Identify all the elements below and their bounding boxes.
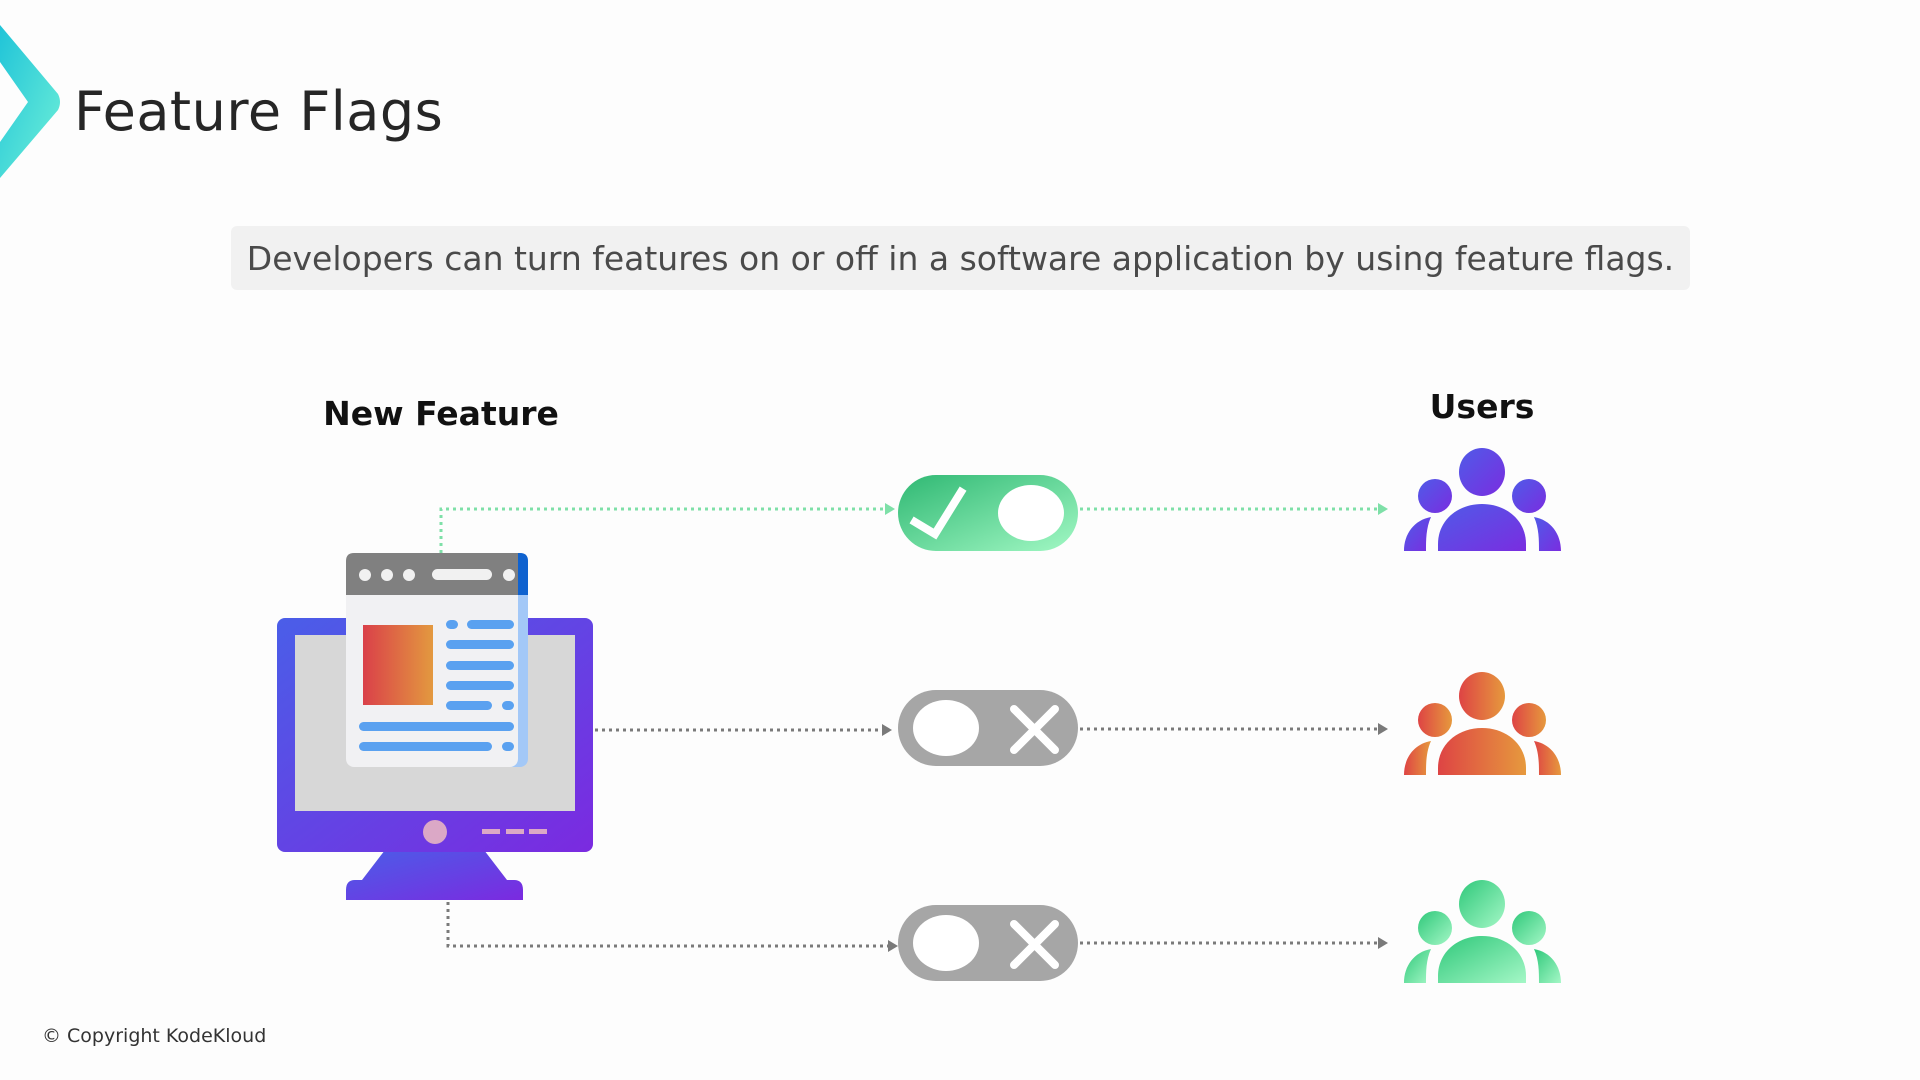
connector-off: [446, 727, 1378, 948]
check-icon: [909, 486, 967, 540]
arrow-head-icon: [885, 503, 895, 515]
arrow-head-icon: [1378, 503, 1388, 515]
copyright-text: © Copyright KodeKloud: [42, 1025, 267, 1047]
page-title: Feature Flags: [74, 80, 444, 143]
chevron-logo-icon: [0, 25, 60, 178]
users-group-icon: [1404, 880, 1561, 983]
users-group-icon: [1404, 672, 1561, 775]
flag-toggle-off[interactable]: [898, 905, 1078, 981]
subtitle-text: Developers can turn features on or off i…: [246, 238, 1675, 278]
users-label: Users: [1429, 387, 1535, 426]
flag-toggle-off[interactable]: [898, 690, 1078, 766]
users-group-icon: [1404, 448, 1561, 551]
monitor-icon: [277, 553, 593, 900]
flag-toggle-on[interactable]: [898, 475, 1078, 551]
connector-on: [439, 507, 1378, 553]
new-feature-label: New Feature: [323, 394, 559, 433]
x-icon: [1010, 920, 1059, 969]
subtitle-banner: Developers can turn features on or off i…: [231, 226, 1690, 290]
x-icon: [1010, 705, 1059, 754]
